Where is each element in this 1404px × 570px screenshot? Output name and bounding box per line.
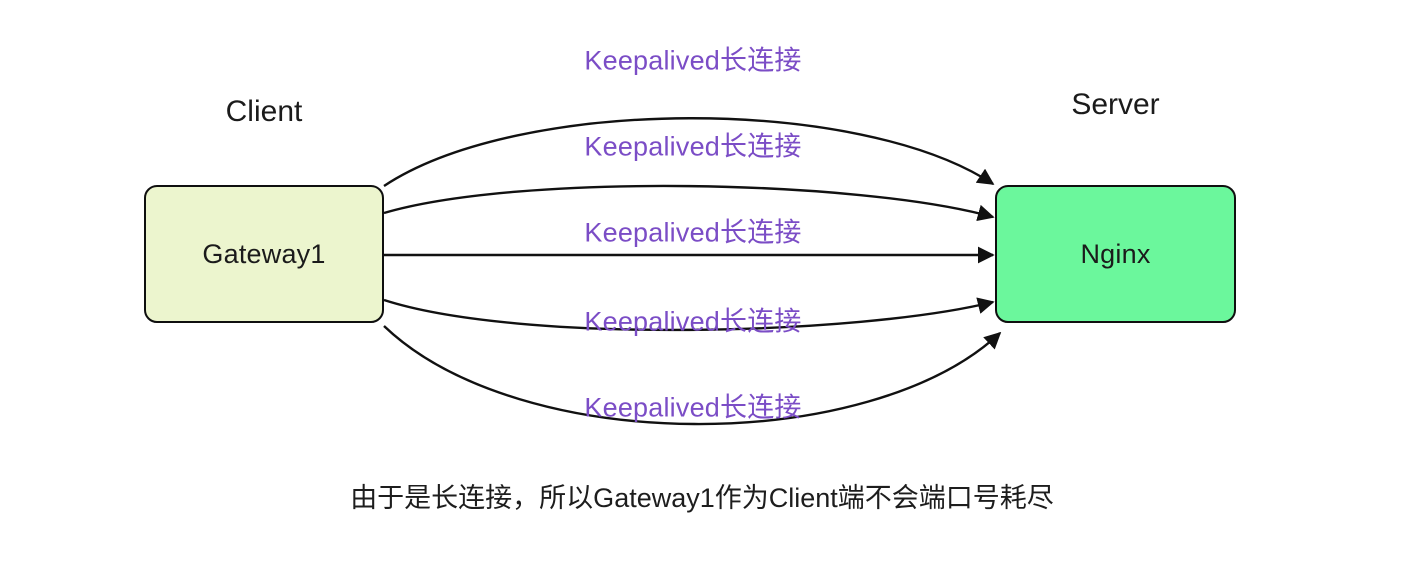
node-nginx-label: Nginx [1080,238,1151,269]
edge-path-4 [383,297,995,332]
client-side-title: Client [225,95,303,128]
node-nginx[interactable]: Nginx [995,185,1236,323]
edge-path-1 [383,117,995,188]
edge-label-4: Keepalived长连接 [584,306,802,337]
edge-label-2: Keepalived长连接 [584,131,802,162]
node-gateway1[interactable]: Gateway1 [144,185,384,323]
edge-label-1: Keepalived长连接 [584,45,802,76]
node-gateway1-label: Gateway1 [202,238,326,269]
edge-path-2 [383,184,995,222]
edge-label-3: Keepalived长连接 [584,217,802,248]
edge-path-5 [383,325,1002,426]
edge-label-5: Keepalived长连接 [584,392,802,423]
diagram-caption: 由于是长连接，所以Gateway1作为Client端不会端口号耗尽 [350,483,1054,513]
server-side-title: Server [1071,88,1160,121]
